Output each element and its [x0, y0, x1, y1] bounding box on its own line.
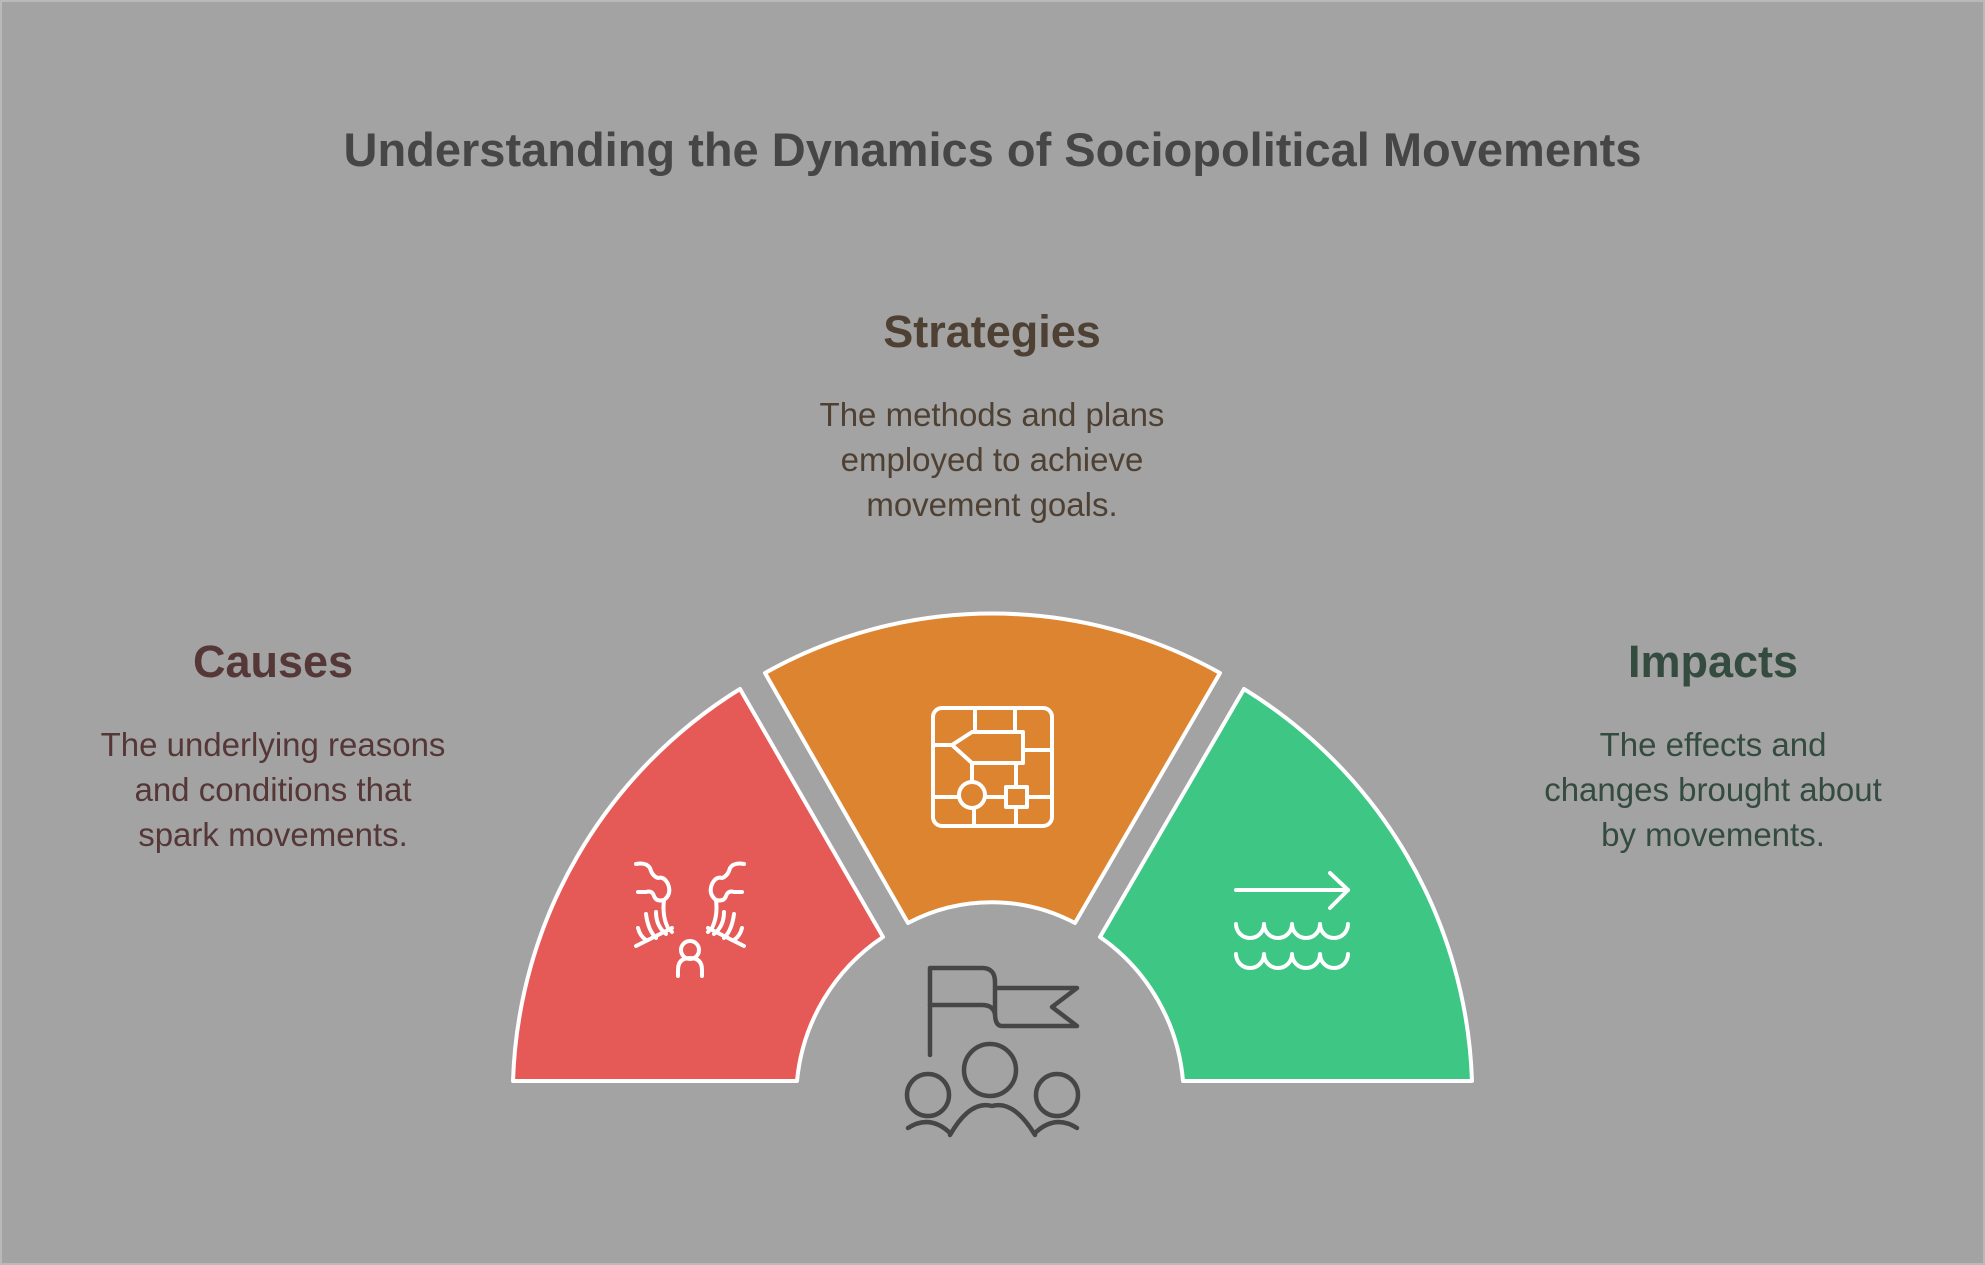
page-title: Understanding the Dynamics of Sociopolit… — [343, 123, 1642, 176]
arrow-waves-icon — [1234, 871, 1350, 970]
tsunami-person-icon — [634, 861, 746, 978]
causes-description-line: and conditions that — [134, 771, 412, 808]
causes-description: The underlying reasons and conditions th… — [43, 722, 503, 857]
causes-label: Causes The underlying reasons and condit… — [43, 636, 503, 857]
strategies-segment — [763, 611, 1222, 925]
circuit-chip-icon — [931, 706, 1054, 828]
strategies-description-line: employed to achieve — [840, 441, 1144, 478]
impacts-heading: Impacts — [1627, 636, 1799, 687]
impacts-description-line: The effects and — [1599, 726, 1827, 763]
strategies-description-line: movement goals. — [866, 486, 1118, 523]
strategies-description-line: The methods and plans — [819, 396, 1165, 433]
strategies-label: Strategies The methods and plans employe… — [762, 306, 1222, 527]
causes-description-line: spark movements. — [138, 816, 408, 853]
causes-segment — [511, 687, 885, 1083]
impacts-segment — [1098, 687, 1474, 1083]
impacts-description: The effects and changes brought about by… — [1483, 722, 1943, 857]
strategies-heading: Strategies — [883, 306, 1101, 357]
causes-description-line: The underlying reasons — [100, 726, 446, 763]
strategies-description: The methods and plans employed to achiev… — [762, 392, 1222, 527]
impacts-description-line: changes brought about — [1544, 771, 1882, 808]
causes-heading: Causes — [192, 636, 354, 687]
impacts-description-line: by movements. — [1601, 816, 1825, 853]
flag-people-icon — [904, 965, 1081, 1138]
impacts-label: Impacts The effects and changes brought … — [1483, 636, 1943, 857]
